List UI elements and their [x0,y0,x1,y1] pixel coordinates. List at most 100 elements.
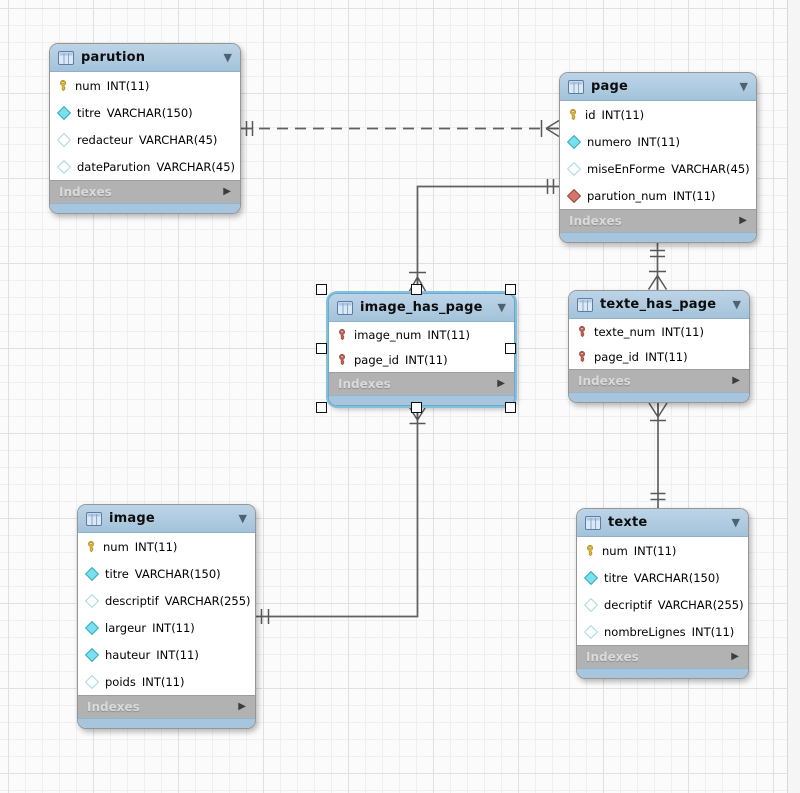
indexes-row[interactable]: Indexes ▶ [50,180,240,203]
column-type: INT(11) [661,324,704,339]
column-row[interactable]: descriptif VARCHAR(255) [78,587,255,614]
indexes-row[interactable]: Indexes ▶ [329,372,514,395]
column-row[interactable]: numero INT(11) [560,128,756,155]
table-header[interactable]: parution ▼ [50,44,240,72]
column-row[interactable]: titre VARCHAR(150) [577,564,748,591]
table-icon [585,515,601,530]
column-name: descriptif [105,593,159,608]
selection-handle-middle-left[interactable] [316,343,327,354]
collapse-triangle-icon[interactable]: ▼ [739,80,748,93]
indexes-label: Indexes [578,374,631,388]
column-name: dateParution [77,159,151,174]
column-row[interactable]: num INT(11) [577,537,748,564]
column-type: INT(11) [106,78,150,93]
table-header[interactable]: texte_has_page ▼ [569,291,749,319]
selection-handle-bottom-left[interactable] [316,402,327,413]
table-footer [577,668,748,678]
column-row[interactable]: num INT(11) [50,72,240,99]
table-header[interactable]: image_has_page ▼ [329,294,514,322]
attribute-nullable-icon [84,674,100,689]
table-page[interactable]: page ▼ id INT(11) numero INT(11) miseEnF… [559,72,757,243]
column-row[interactable]: image_num INT(11) [329,322,514,347]
many-marker [545,119,560,138]
table-footer [560,232,756,242]
table-footer [329,395,514,405]
canvas-edge [787,0,800,793]
column-row[interactable]: titre VARCHAR(150) [50,99,240,126]
collapse-triangle-icon[interactable]: ▼ [732,298,741,311]
column-name: titre [105,566,129,581]
expand-arrow-icon[interactable]: ▶ [238,701,246,712]
column-row[interactable]: poids INT(11) [78,668,255,695]
indexes-label: Indexes [338,377,391,391]
relationship-page-image_has_page[interactable] [408,179,559,293]
collapse-triangle-icon[interactable]: ▼ [223,51,232,64]
column-type: VARCHAR(150) [134,566,221,581]
collapse-triangle-icon[interactable]: ▼ [497,301,506,314]
column-name: hauteur [105,647,151,662]
selection-handle-top-right[interactable] [505,284,516,295]
column-row[interactable]: miseEnForme VARCHAR(45) [560,155,756,182]
many-marker [648,402,668,418]
column-row[interactable]: page_id INT(11) [329,347,514,372]
table-header[interactable]: image ▼ [78,505,255,533]
collapse-triangle-icon[interactable]: ▼ [731,516,740,529]
relationship-texte-texte_has_page[interactable] [648,402,668,508]
table-footer [569,392,749,402]
indexes-row[interactable]: Indexes ▶ [78,695,255,718]
table-title: image [109,511,155,526]
table-icon [577,297,593,312]
relationship-parution-page[interactable] [241,119,560,138]
column-row[interactable]: texte_num INT(11) [569,319,749,344]
selection-handle-top-center[interactable] [411,284,422,295]
column-type: VARCHAR(45) [138,132,218,147]
indexes-row[interactable]: Indexes ▶ [569,369,749,392]
column-name: miseEnForme [587,161,666,176]
column-row[interactable]: dateParution VARCHAR(45) [50,153,240,180]
column-name: num [75,78,101,93]
collapse-triangle-icon[interactable]: ▼ [238,512,247,525]
expand-arrow-icon[interactable]: ▶ [223,186,231,197]
column-row[interactable]: nombreLignes INT(11) [577,618,748,645]
relationship-page-texte_has_page[interactable] [647,242,668,290]
column-name: parution_num [587,188,667,203]
selection-handle-bottom-center[interactable] [411,402,422,413]
table-header[interactable]: texte ▼ [577,509,748,537]
expand-arrow-icon[interactable]: ▶ [732,375,740,386]
column-row[interactable]: largeur INT(11) [78,614,255,641]
column-type: VARCHAR(45) [671,161,750,176]
table-image[interactable]: image ▼ num INT(11) titre VARCHAR(150) d… [77,504,256,729]
column-row[interactable]: redacteur VARCHAR(45) [50,126,240,153]
column-row[interactable]: id INT(11) [560,101,756,128]
table-texte_has_page[interactable]: texte_has_page ▼ texte_num INT(11) page_… [568,290,750,403]
indexes-row[interactable]: Indexes ▶ [577,645,748,668]
one-marker [260,609,270,624]
attribute-nullable-icon [56,159,72,174]
column-row[interactable]: decriptif VARCHAR(255) [577,591,748,618]
column-name: numero [587,134,632,149]
attribute-nullable-icon [566,161,582,176]
column-type: INT(11) [691,624,735,639]
table-texte[interactable]: texte ▼ num INT(11) titre VARCHAR(150) d… [576,508,749,679]
column-row[interactable]: hauteur INT(11) [78,641,255,668]
selection-handle-middle-right[interactable] [505,343,516,354]
relationship-image-image_has_page[interactable] [256,405,427,624]
indexes-row[interactable]: Indexes ▶ [560,209,756,232]
column-name: titre [604,570,628,585]
expand-arrow-icon[interactable]: ▶ [731,651,739,662]
table-parution[interactable]: parution ▼ num INT(11) titre VARCHAR(150… [49,43,241,214]
column-row[interactable]: titre VARCHAR(150) [78,560,255,587]
table-title: page [591,79,629,94]
attribute-notnull-icon [84,566,100,581]
table-image_has_page[interactable]: image_has_page ▼ image_num INT(11) page_… [328,293,515,406]
column-row[interactable]: num INT(11) [78,533,255,560]
attribute-nullable-icon [583,597,599,612]
expand-arrow-icon[interactable]: ▶ [497,378,505,389]
column-row[interactable]: parution_num INT(11) [560,182,756,209]
selection-handle-bottom-right[interactable] [505,402,516,413]
selection-handle-top-left[interactable] [316,284,327,295]
table-header[interactable]: page ▼ [560,73,756,101]
expand-arrow-icon[interactable]: ▶ [739,215,747,226]
column-row[interactable]: page_id INT(11) [569,344,749,369]
